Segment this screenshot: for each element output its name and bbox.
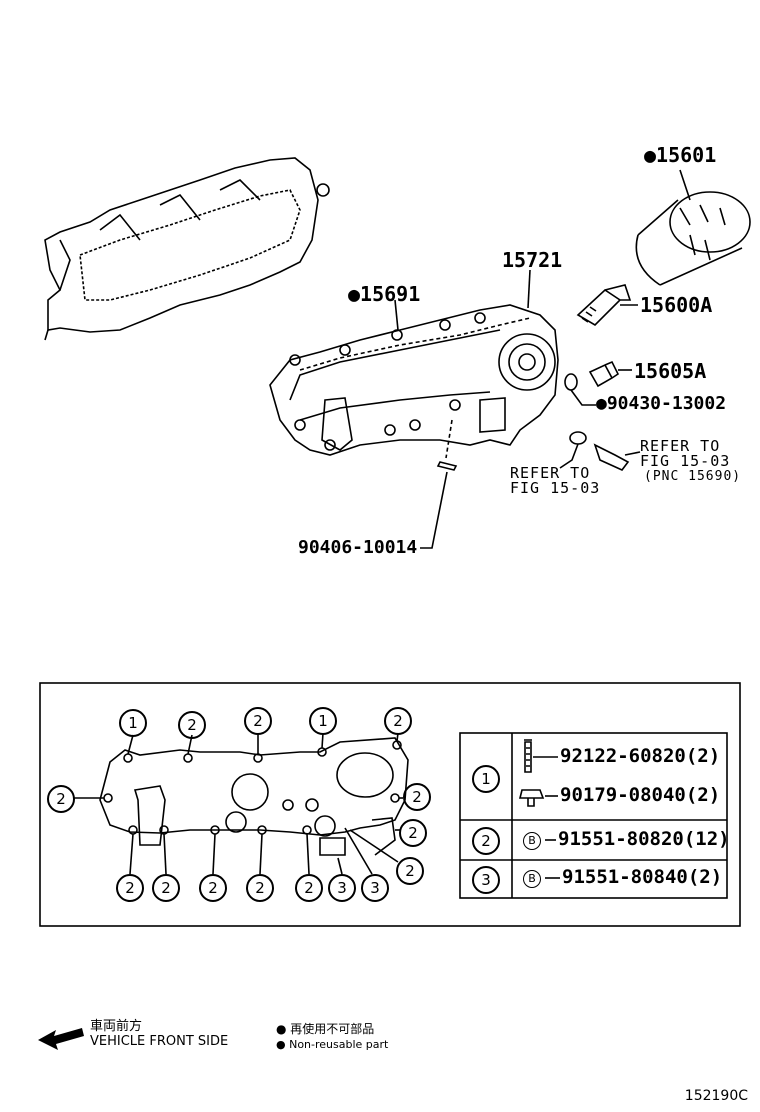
bolt-key-2: 2 — [295, 874, 323, 902]
bolt-key-1: 1 — [119, 709, 147, 737]
legend-nonreuse-jp: ● 再使用不可部品 — [276, 1022, 375, 1036]
part-label-15600A: 15600A — [640, 293, 713, 317]
b-symbol-icon: B — [523, 832, 541, 850]
refer-right-line1: REFER TO — [640, 437, 721, 455]
bolt-key-2: 2 — [399, 819, 427, 847]
table-key-3: 3 — [472, 866, 500, 894]
bolt-key-2: 2 — [244, 707, 272, 735]
part-label-15721: 15721 — [502, 248, 563, 272]
table-part-90179: 90179-08040(2) — [560, 784, 721, 806]
table-part-92122: 92122-60820(2) — [560, 745, 721, 767]
part-label-15605A: 15605A — [634, 359, 707, 383]
b-symbol-icon: B — [523, 870, 541, 888]
refer-left-line2: FIG 15-03 — [510, 479, 601, 497]
table-key-2: 2 — [472, 827, 500, 855]
vehicle-front-arrow-icon — [38, 1028, 84, 1050]
bolt-key-2: 2 — [116, 874, 144, 902]
gasket-90430-drawing — [564, 373, 578, 391]
bolt-key-2: 2 — [152, 874, 180, 902]
part-label-15601: ●15601 — [644, 143, 717, 167]
part-label-90430-13002: ●90430-13002 — [596, 393, 727, 414]
bolt-key-2: 2 — [396, 857, 424, 885]
figure-code: 152190C — [684, 1088, 748, 1104]
bolt-key-2: 2 — [403, 783, 431, 811]
bolt-key-2: 2 — [384, 707, 412, 735]
legend-nonreuse-en: ● Non-reusable part — [276, 1038, 389, 1051]
bolt-key-1: 1 — [309, 707, 337, 735]
bolt-table — [459, 732, 728, 899]
table-part-91551-80840: 91551-80840(2) — [562, 866, 723, 888]
bolt-layout-outline — [99, 737, 409, 836]
plug-drawing — [588, 360, 620, 388]
table-part-91551-80820: 91551-80820(12) — [558, 828, 730, 850]
oil-cooler-housing-drawing — [269, 304, 559, 456]
bolt-key-2: 2 — [246, 874, 274, 902]
bolt-key-2: 2 — [178, 711, 206, 739]
refer-left-line1: REFER TO — [510, 464, 591, 482]
engine-block-outline — [44, 157, 319, 333]
bolt-key-3: 3 — [328, 874, 356, 902]
refer-right-line3: (PNC 15690) — [644, 469, 742, 484]
bolt-key-2: 2 — [199, 874, 227, 902]
bolt-key-3: 3 — [361, 874, 389, 902]
part-label-15691: ●15691 — [348, 282, 421, 306]
legend-front-en: VEHICLE FRONT SIDE — [90, 1034, 229, 1049]
union-bolt-drawing — [576, 284, 632, 327]
bolt-position-box — [39, 682, 741, 927]
oil-filter-drawing — [635, 169, 751, 286]
refer-right-line2: FIG 15-03 — [640, 452, 731, 470]
bolt-key-2: 2 — [47, 785, 75, 813]
legend-front-jp: 車両前方 — [90, 1019, 143, 1034]
pin-drawing — [436, 461, 458, 471]
gasket-outline — [299, 317, 531, 371]
part-label-90406-10014: 90406-10014 — [298, 537, 418, 558]
table-key-1: 1 — [472, 765, 500, 793]
